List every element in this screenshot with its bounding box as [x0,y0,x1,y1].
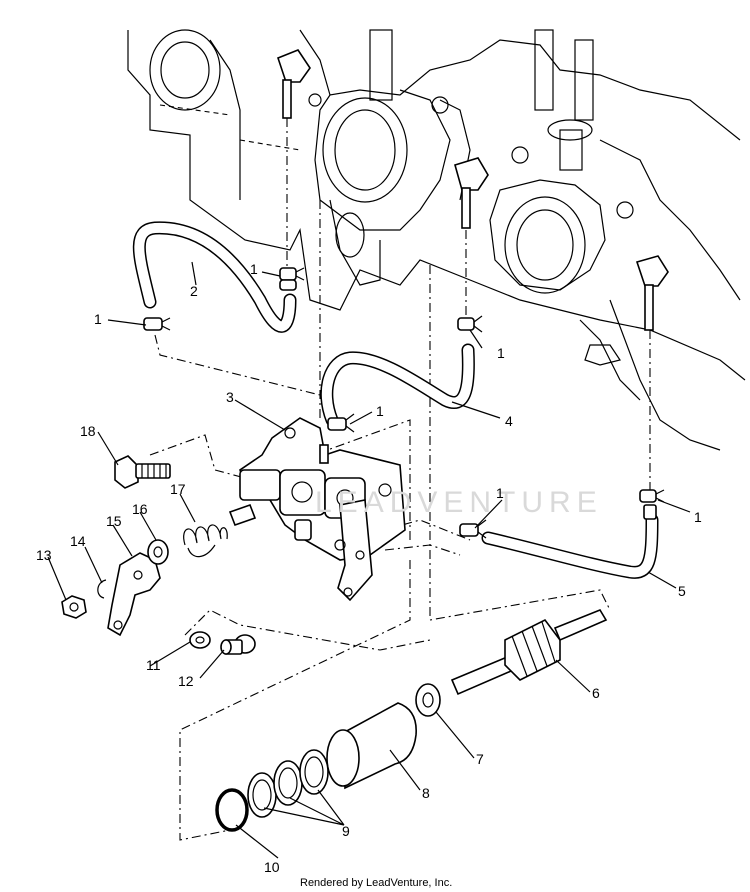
clamp-e [639,489,665,520]
screw-12 [220,634,256,655]
nozzle-right [635,255,669,331]
clamp-b [143,317,171,331]
callout-12: 12 [178,673,194,689]
callout-1d: 1 [376,403,384,419]
bushing-8 [326,702,417,790]
callout-3: 3 [226,389,234,405]
callout-16: 16 [132,501,148,517]
spring-17 [183,524,228,558]
lever-15 [107,552,161,637]
centerlines [149,118,651,841]
nozzle-middle [454,157,489,229]
seals-9 [247,749,329,818]
callout-13: 13 [36,547,52,563]
o-ring-10 [215,788,249,832]
hose-2 [132,221,297,333]
callout-4: 4 [505,413,513,429]
nozzle-left [277,49,311,119]
bolt-18 [114,455,171,489]
watermark-text: LEADVENTURE [315,486,603,519]
engine-crankcase [127,29,746,451]
oil-pump-assembly [228,417,406,602]
callout-14: 14 [70,533,86,549]
watermark: LEADVENTURE [315,486,603,519]
nut-13 [61,595,87,619]
callout-15: 15 [106,513,122,529]
washer-7 [415,683,441,717]
clamp-c [457,315,483,333]
clamp-d [327,413,355,433]
callout-7: 7 [476,751,484,767]
callout-6: 6 [592,685,600,701]
clamp-a [279,267,305,291]
hose-clamps [143,267,665,539]
washer-11 [189,631,211,649]
washer-16 [147,539,169,565]
leader-lines [47,261,691,859]
callout-10: 10 [264,859,280,875]
callout-1e: 1 [496,485,504,501]
hose-5 [481,513,659,579]
callout-2: 2 [190,283,198,299]
callout-labels: 1 1 1 1 1 1 2 3 4 5 6 7 8 9 10 11 12 13 … [36,261,702,875]
clamp-f [459,519,487,539]
callout-1a: 1 [250,261,258,277]
callout-1c: 1 [497,345,505,361]
clip-14 [97,579,107,599]
callout-9: 9 [342,823,350,839]
callout-18: 18 [80,423,96,439]
callout-17: 17 [170,481,186,497]
callout-1f: 1 [694,509,702,525]
hose-4 [320,343,475,427]
callout-1b: 1 [94,311,102,327]
render-credit: Rendered by LeadVenture, Inc. [300,877,452,889]
callout-5: 5 [678,583,686,599]
drive-gear-6 [450,609,608,696]
callout-8: 8 [422,785,430,801]
callout-11: 11 [146,657,161,673]
